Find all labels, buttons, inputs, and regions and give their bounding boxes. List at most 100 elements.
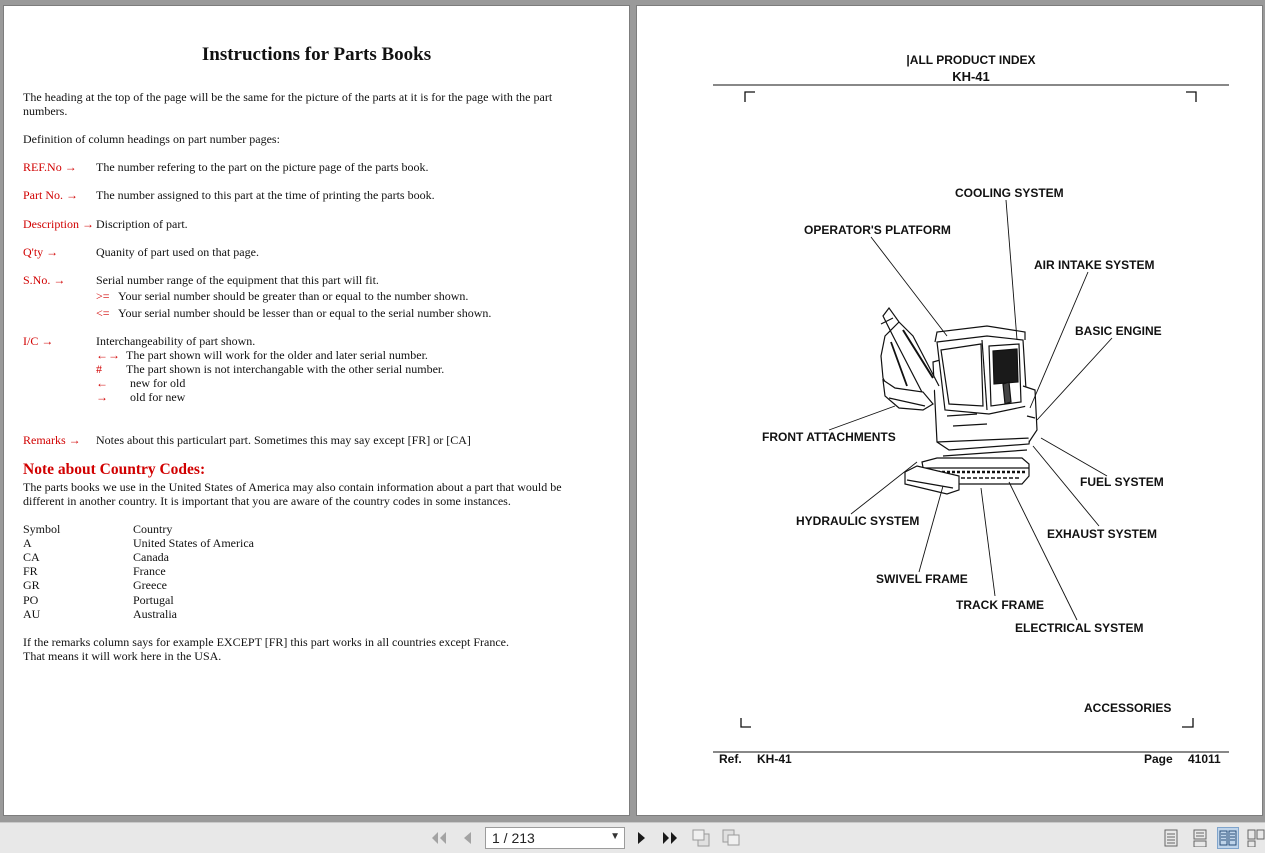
crop-mark-tr [1186,91,1197,102]
footer-page-label: Page [1144,752,1173,766]
excavator-illustration [880,306,1038,495]
table-row-country: United States of America [133,536,254,550]
label-track-frame[interactable]: TRACK FRAME [956,598,1044,612]
crop-mark-br [1182,718,1194,728]
last-page-button[interactable] [659,827,681,849]
label-air-intake-system[interactable]: AIR INTAKE SYSTEM [1034,258,1155,272]
def-text-refno: The number refering to the part on the p… [96,160,429,174]
prev-page-icon [464,832,471,844]
intro-line-1: The heading at the top of the page will … [23,90,553,104]
sno-text-lte: Your serial number should be lesser than… [118,306,492,320]
sno-symbol-gte: >= [96,289,110,303]
table-row-symbol: AU [23,607,41,621]
continuous-facing-icon [1247,829,1265,847]
facing-button[interactable] [1217,827,1239,849]
footer-ref-value: KH-41 [757,752,792,766]
definition-heading: Definition of column headings on part nu… [23,132,280,146]
label-accessories[interactable]: ACCESSORIES [1084,701,1172,715]
fuel-leader [1040,437,1108,477]
right-document-page: |ALL PRODUCT INDEX KH-41 [637,6,1262,815]
def-text-qty: Quanity of part used on that page. [96,245,259,259]
air-intake-leader [1029,271,1089,409]
sno-symbol-lte: <= [96,306,110,320]
basic-engine-leader [1036,337,1113,421]
closing-line-1: If the remarks column says for example E… [23,635,509,649]
label-basic-engine[interactable]: BASIC ENGINE [1075,324,1162,338]
label-cooling-system[interactable]: COOLING SYSTEM [955,186,1064,200]
next-view-button[interactable] [720,827,742,849]
country-para-line-2: different in another country. It is impo… [23,494,511,508]
next-page-button[interactable] [631,827,653,849]
label-fuel-system[interactable]: FUEL SYSTEM [1080,475,1164,489]
table-header-country: Country [133,522,173,536]
def-text-description: Discription of part. [96,217,188,231]
track-leader [980,487,996,597]
footer-page-value: 41011 [1188,752,1221,766]
ic-symbol-left: ← [96,376,108,390]
table-row-symbol: CA [23,550,40,564]
page-title: Instructions for Parts Books [201,44,432,65]
ic-text-left: new for old [130,376,186,390]
exhaust-leader [1032,445,1100,527]
ic-symbol-hash: # [96,362,102,376]
def-label-ic: I/C → [23,334,54,348]
prev-view-button[interactable] [690,827,712,849]
def-label-sno: S.No. → [23,273,66,287]
last-page-icon [663,832,677,844]
label-operators-platform[interactable]: OPERATOR'S PLATFORM [804,223,951,237]
leader-lines [828,199,1113,621]
def-label-description: Description → [23,217,94,231]
single-page-icon [1164,829,1178,847]
next-view-icon [722,829,740,846]
ic-symbol-both: ←→ [96,348,120,362]
table-row-symbol: A [23,536,32,550]
page-number-select[interactable]: 1 / 213 ▼ [485,827,625,849]
table-row-symbol: PO [23,593,39,607]
ic-symbol-right: → [96,390,108,404]
sno-text-gte: Your serial number should be greater tha… [118,289,469,303]
label-exhaust-system[interactable]: EXHAUST SYSTEM [1047,527,1158,541]
table-row-country: Greece [133,578,167,592]
first-page-button[interactable] [428,827,450,849]
closing-line-2: That means it will work here in the USA. [23,649,222,663]
def-label-partno: Part No. → [23,188,78,202]
def-text-remarks: Notes about this particulart part. Somet… [96,433,471,447]
label-hydraulic-system[interactable]: HYDRAULIC SYSTEM [796,514,920,528]
continuous-button[interactable] [1189,827,1211,849]
cooling-leader [1005,199,1018,341]
next-page-icon [638,832,645,844]
country-codes-heading: Note about Country Codes: [23,461,206,478]
prev-page-button[interactable] [456,827,478,849]
table-row-symbol: GR [23,578,40,592]
hydraulic-leader [850,461,918,515]
def-text-sno: Serial number range of the equipment tha… [96,273,379,287]
def-label-qty: Q'ty → [23,245,59,259]
exploded-diagram [713,84,1229,753]
def-text-partno: The number assigned to this part at the … [96,188,435,202]
label-electrical-system[interactable]: ELECTRICAL SYSTEM [1015,621,1144,635]
single-page-button[interactable] [1160,827,1182,849]
table-row-symbol: FR [23,564,38,578]
ic-text-right: old for new [130,390,186,404]
index-header-model: KH-41 [952,69,990,84]
table-header-symbol: Symbol [23,522,61,536]
table-row-country: Australia [133,607,177,621]
electrical-leader [1008,481,1078,621]
operator-leader [870,236,948,337]
def-label-remarks: Remarks → [23,433,81,447]
prev-view-icon [692,829,710,847]
facing-icon [1219,830,1237,846]
page-indicator: 1 / 213 [492,830,535,846]
ic-text-hash: The part shown is not interchangable wit… [126,362,445,376]
first-page-icon [432,832,446,844]
label-front-attachments[interactable]: FRONT ATTACHMENTS [762,430,896,444]
continuous-icon [1193,829,1207,847]
label-swivel-frame[interactable]: SWIVEL FRAME [876,572,968,586]
swivel-leader [918,485,944,573]
continuous-facing-button[interactable] [1245,827,1265,849]
viewer-toolbar: 1 / 213 ▼ [0,822,1265,853]
table-row-country: Canada [133,550,169,564]
crop-mark-bl [740,718,751,728]
country-para-line-1: The parts books we use in the United Sta… [23,480,562,494]
intro-line-2: numbers. [23,104,68,118]
